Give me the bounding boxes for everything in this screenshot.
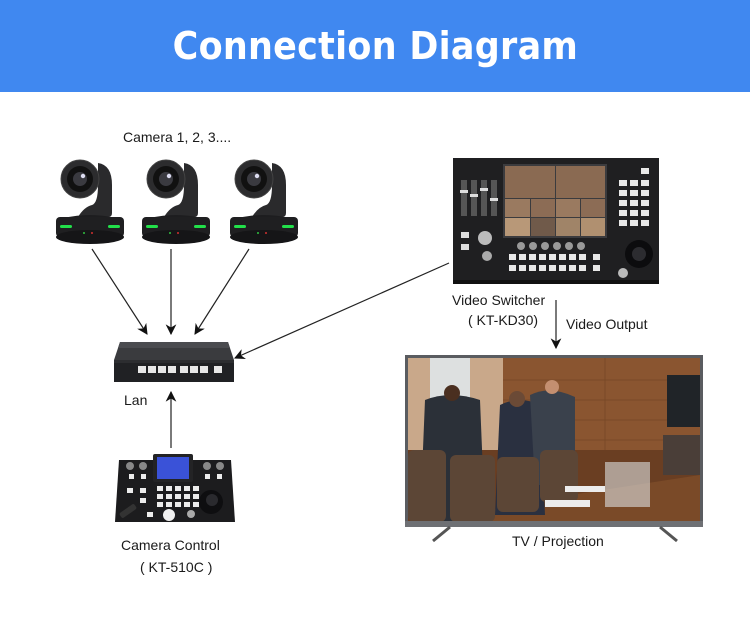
camera-control-label: Camera Control [121, 537, 220, 553]
video-switcher-model: ( KT-KD30) [468, 312, 539, 328]
page-title: Connection Diagram [172, 24, 578, 68]
ptz-camera-3 [230, 159, 298, 244]
camera-control-keyboard [115, 454, 235, 522]
video-switcher [453, 158, 659, 284]
lan-label: Lan [124, 392, 148, 408]
status-led [146, 225, 158, 228]
ptz-camera-2 [142, 159, 210, 244]
tv-display [405, 355, 703, 543]
status-led [234, 225, 246, 228]
camera-control-model: ( KT-510C ) [140, 559, 213, 575]
ethernet-ports [138, 366, 222, 373]
header-banner: Connection Diagram [0, 0, 750, 92]
video-output-label: Video Output [566, 316, 648, 332]
arrow-switcher-to-lan [234, 262, 450, 359]
video-switcher-label: Video Switcher [452, 292, 546, 308]
network-switch [114, 342, 234, 382]
arrow-camera-3-to-lan [194, 248, 250, 335]
ballot-box [605, 462, 650, 507]
status-led [282, 225, 294, 228]
ptz-camera-1 [56, 159, 124, 244]
arrow-camera-1-to-lan [91, 248, 148, 335]
cameras-label: Camera 1, 2, 3.... [123, 129, 232, 145]
status-led [60, 225, 72, 228]
lcd-screen [157, 457, 189, 479]
status-led [194, 225, 206, 228]
status-led [108, 225, 120, 228]
tv-label: TV / Projection [512, 533, 604, 549]
